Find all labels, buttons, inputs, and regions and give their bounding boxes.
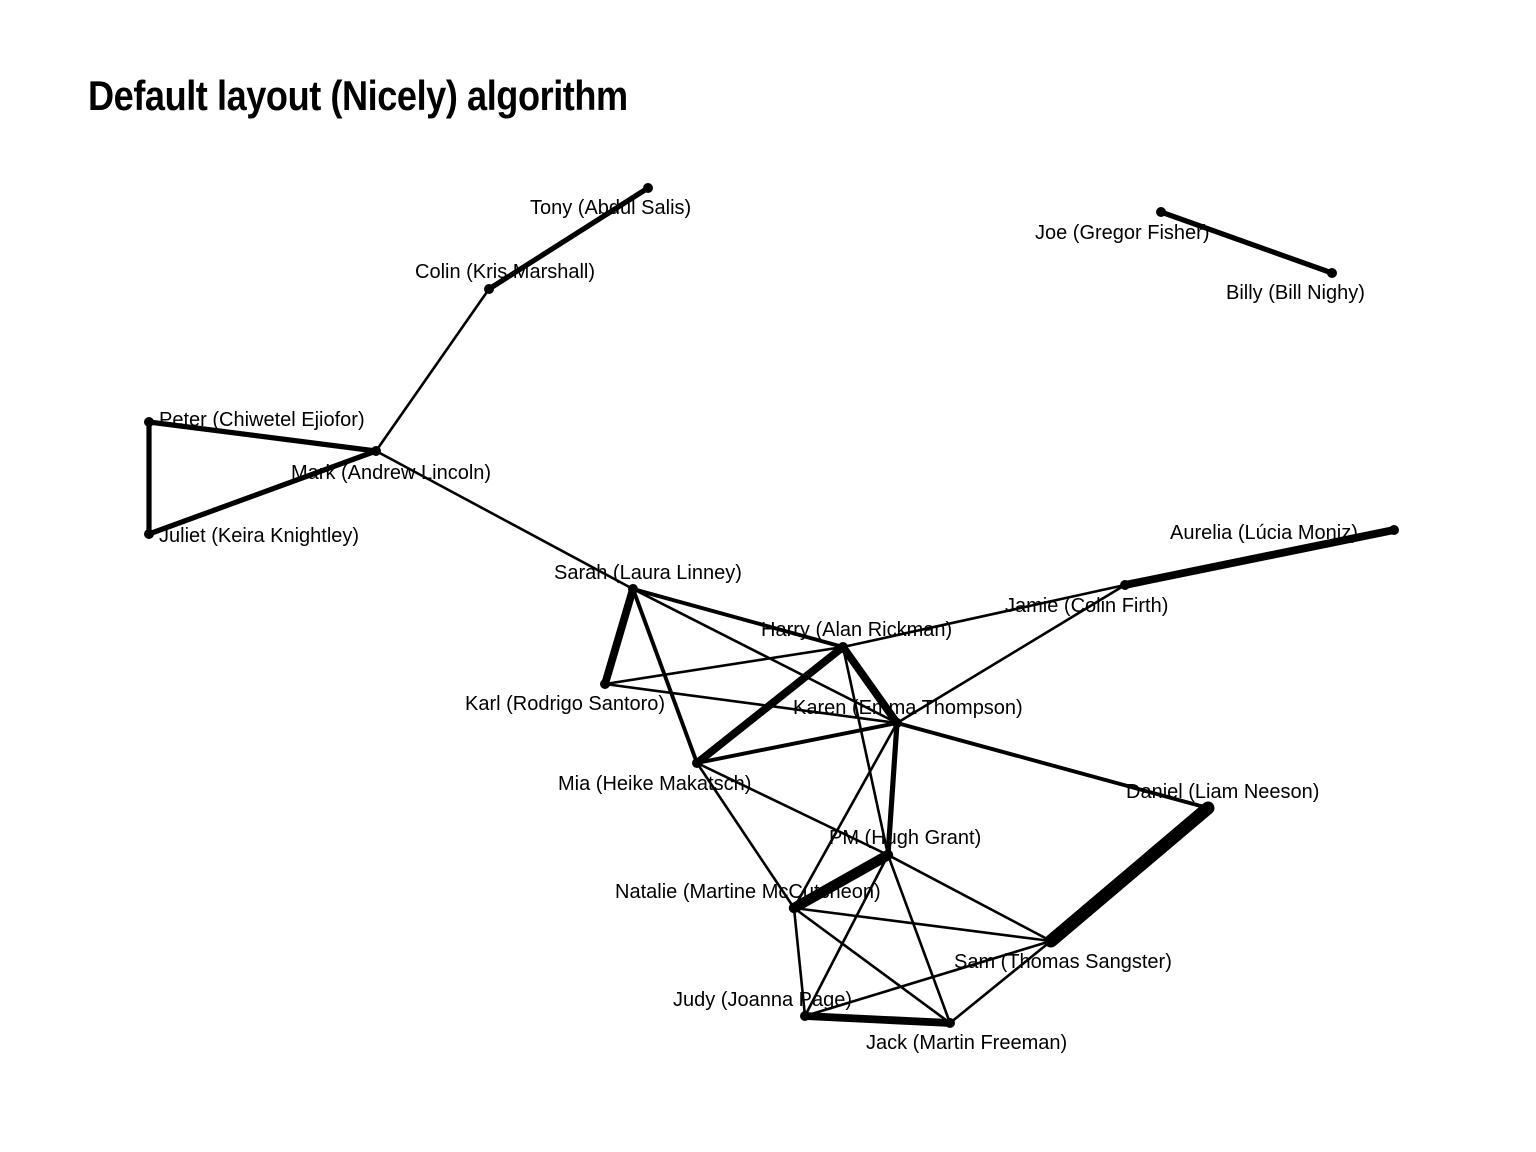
node-jamie — [1120, 580, 1130, 590]
node-pm — [883, 850, 893, 860]
node-label-juliet: Juliet (Keira Knightley) — [159, 525, 359, 547]
edge-colin-mark — [374, 287, 491, 453]
node-daniel — [1203, 803, 1213, 813]
edge-layer — [146, 185, 1398, 1027]
node-label-harry: Harry (Alan Rickman) — [761, 619, 952, 641]
node-label-karen: Karen (Emma Thompson) — [793, 697, 1023, 719]
node-label-sarah: Sarah (Laura Linney) — [554, 562, 742, 584]
node-label-colin: Colin (Kris Marshall) — [415, 261, 595, 283]
edge-karen-mia — [695, 721, 899, 765]
edge-natalie-judy — [792, 906, 807, 1018]
node-label-jamie: Jamie (Colin Firth) — [1005, 595, 1168, 617]
node-label-tony: Tony (Abdul Salis) — [530, 197, 691, 219]
edge-joe-billy — [1158, 209, 1335, 276]
edge-jamie-harry — [841, 583, 1127, 649]
node-label-sam: Sam (Thomas Sangster) — [954, 951, 1172, 973]
edge-mark-juliet — [146, 448, 379, 537]
edge-harry-karl — [603, 645, 845, 686]
edge-mia-pm — [695, 761, 890, 857]
edge-sarah-karl — [601, 585, 637, 688]
diagram-title: Default layout (Nicely) algorithm — [88, 72, 628, 119]
edge-mia-natalie — [695, 761, 796, 910]
edge-sarah-harry — [631, 587, 845, 649]
edge-sarah-mia — [631, 587, 699, 765]
edge-peter-mark — [146, 419, 379, 454]
edge-sam-jack — [948, 939, 1053, 1025]
edge-judy-jack — [801, 1012, 954, 1027]
node-label-jack: Jack (Martin Freeman) — [866, 1032, 1067, 1054]
node-karl — [600, 679, 610, 689]
node-label-mia: Mia (Heike Makatsch) — [558, 773, 751, 795]
node-layer — [144, 183, 1399, 1028]
node-label-daniel: Daniel (Liam Neeson) — [1126, 781, 1319, 803]
node-label-peter: Peter (Chiwetel Ejiofor) — [159, 409, 365, 431]
edge-harry-karen — [839, 643, 901, 727]
edge-natalie-sam — [792, 906, 1053, 943]
node-label-pm: PM (Hugh Grant) — [829, 827, 981, 849]
edge-jamie-karen — [895, 583, 1127, 725]
node-judy — [800, 1011, 810, 1021]
node-karen — [892, 718, 902, 728]
edge-pm-sam — [886, 853, 1053, 943]
edge-sam-judy — [803, 939, 1053, 1018]
node-colin — [484, 284, 494, 294]
edge-harry-pm — [841, 645, 890, 857]
node-label-natalie: Natalie (Martine McCutcheon) — [615, 881, 881, 903]
node-aurelia — [1389, 525, 1399, 535]
node-natalie — [789, 903, 799, 913]
node-joe — [1156, 207, 1166, 217]
node-label-joe: Joe (Gregor Fisher) — [1035, 222, 1210, 244]
node-peter — [144, 417, 154, 427]
node-label-mark: Mark (Andrew Lincoln) — [291, 462, 491, 484]
node-mia — [692, 758, 702, 768]
edge-pm-natalie — [788, 849, 894, 914]
edge-mark-sarah — [374, 449, 635, 591]
edge-karl-karen — [603, 682, 899, 725]
edge-karen-daniel — [895, 721, 1210, 810]
edge-aurelia-jamie — [1121, 526, 1398, 589]
edge-natalie-jack — [792, 906, 952, 1025]
edge-karen-pm — [885, 720, 900, 858]
node-label-aurelia: Aurelia (Lúcia Moniz) — [1170, 522, 1358, 544]
edge-sarah-karen — [631, 587, 899, 725]
edge-pm-judy — [803, 853, 890, 1018]
edge-daniel-sam — [1044, 801, 1215, 948]
node-tony — [643, 183, 653, 193]
node-juliet — [144, 529, 154, 539]
edge-tony-colin — [486, 185, 651, 292]
node-jack — [945, 1018, 955, 1028]
node-label-karl: Karl (Rodrigo Santoro) — [465, 693, 665, 715]
node-harry — [838, 642, 848, 652]
label-layer: Tony (Abdul Salis) Colin (Kris Marshall) J… — [159, 197, 1365, 1054]
node-mark — [371, 446, 381, 456]
node-billy — [1327, 268, 1337, 278]
edge-karen-natalie — [792, 721, 899, 910]
edge-pm-jack — [886, 853, 952, 1025]
node-label-billy: Billy (Bill Nighy) — [1226, 282, 1365, 304]
node-sarah — [628, 584, 638, 594]
node-label-judy: Judy (Joanna Page) — [673, 989, 852, 1011]
node-sam — [1046, 936, 1056, 946]
